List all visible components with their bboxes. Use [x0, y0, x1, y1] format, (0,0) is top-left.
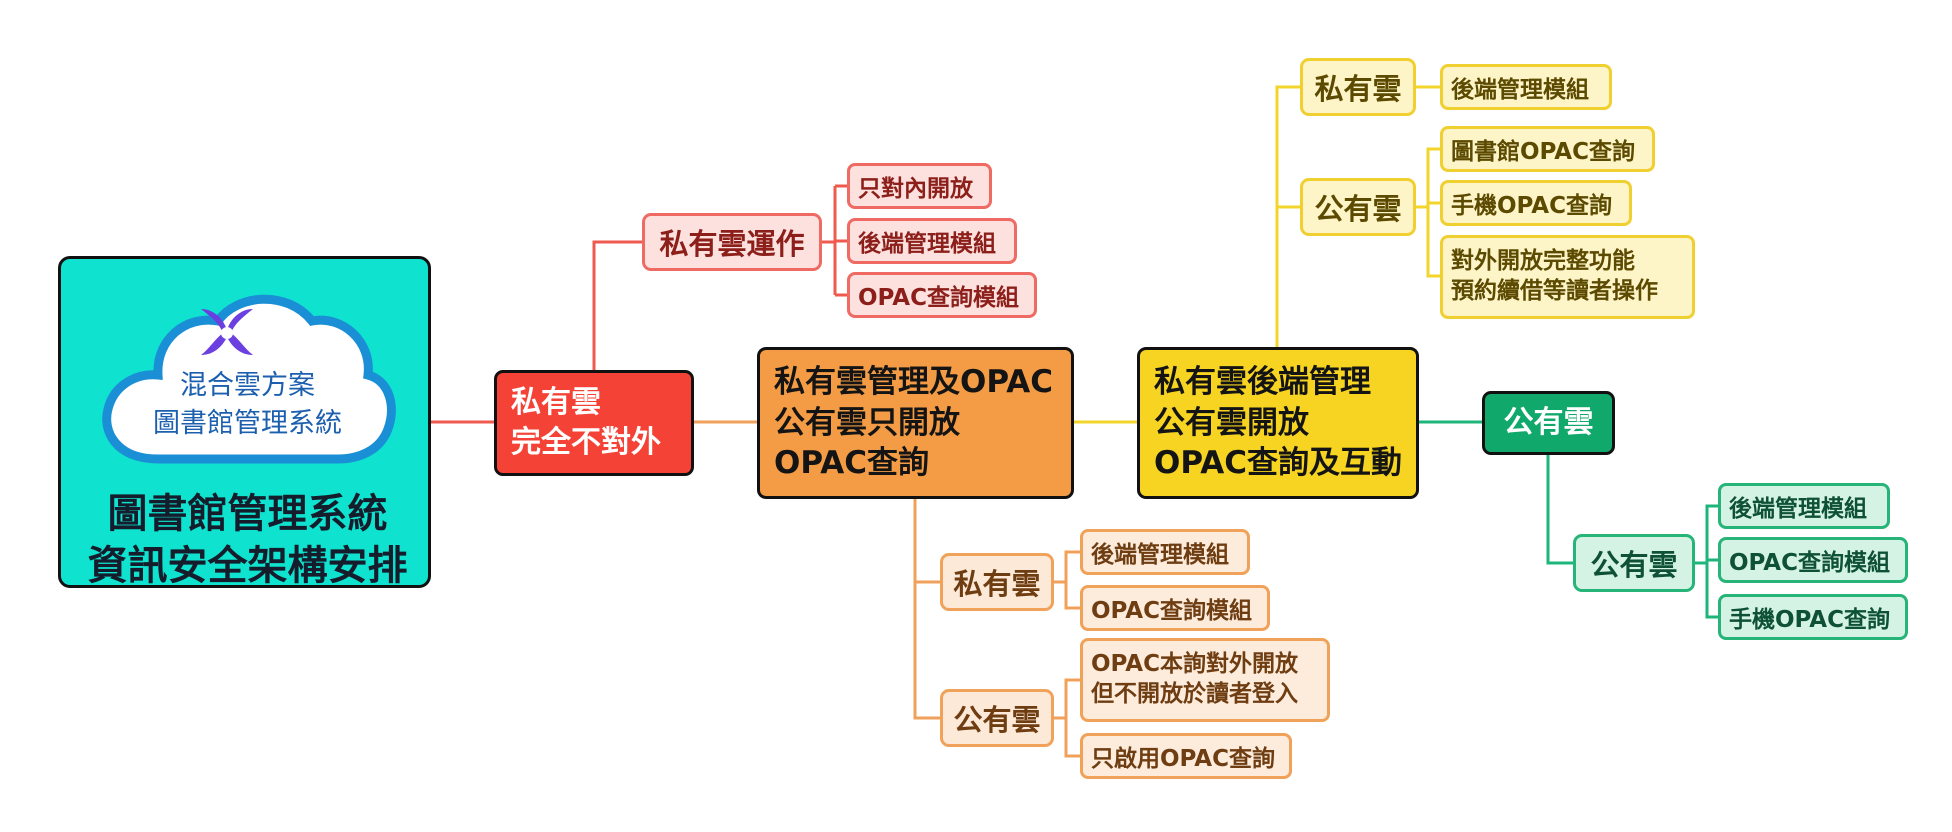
leaf-backend-module: 後端管理模組: [1718, 483, 1890, 529]
node-private-cloud: 私有雲: [1300, 58, 1416, 116]
leaf-label-line2: 但不開放於讀者登入: [1091, 681, 1298, 707]
root-title-line2: 資訊安全架構安排: [87, 543, 408, 589]
leaf-internal-only: 只對內開放: [847, 163, 992, 209]
logo-icon: [201, 309, 253, 355]
node-private-operation: 私有雲運作: [642, 213, 822, 271]
leaf-mobile-opac: 手機OPAC查詢: [1718, 594, 1908, 640]
cloud-label-line2: 圖書館管理系統: [153, 408, 342, 439]
node-label-line1: 私有雲後端管理: [1154, 363, 1371, 400]
node-public-cloud: 公有雲: [940, 689, 1054, 747]
node-public-only: 公有雲: [1482, 391, 1615, 455]
node-label-line3: OPAC查詢: [774, 445, 929, 482]
leaf-label-line1: OPAC本詢對外開放: [1091, 651, 1298, 678]
node-hybrid-interact: 私有雲後端管理 公有雲開放 OPAC查詢及互動: [1137, 347, 1419, 499]
leaf-backend-module: 後端管理模組: [1440, 64, 1612, 110]
leaf-label-line2: 預約續借等讀者操作: [1451, 278, 1658, 304]
leaf-full-features: 對外開放完整功能 預約續借等讀者操作: [1440, 235, 1695, 319]
leaf-opac-module: OPAC查詢模組: [1080, 585, 1270, 631]
root-title-line1: 圖書館管理系統: [107, 491, 388, 537]
node-private-cloud: 私有雲: [940, 553, 1054, 611]
node-public-cloud: 公有雲: [1573, 534, 1695, 592]
node-hybrid-opac: 私有雲管理及OPAC 公有雲只開放 OPAC查詢: [757, 347, 1074, 499]
leaf-backend-module: 後端管理模組: [1080, 529, 1250, 575]
node-label-line2: 完全不對外: [511, 425, 661, 460]
leaf-opac-public-no-login: OPAC本詢對外開放 但不開放於讀者登入: [1080, 638, 1330, 722]
node-label-line2: 公有雲只開放: [774, 404, 960, 441]
leaf-mobile-opac: 手機OPAC查詢: [1440, 180, 1632, 226]
leaf-opac-module: OPAC查詢模組: [1718, 537, 1908, 583]
leaf-label-line1: 對外開放完整功能: [1451, 248, 1635, 275]
node-label-line2: 公有雲開放: [1154, 404, 1309, 441]
leaf-opac-search-only: 只啟用OPAC查詢: [1080, 733, 1292, 779]
leaf-backend-module: 後端管理模組: [847, 218, 1017, 264]
node-label-line1: 私有雲: [511, 385, 601, 421]
leaf-library-opac: 圖書館OPAC查詢: [1440, 126, 1655, 172]
node-label-line3: OPAC查詢及互動: [1154, 445, 1402, 482]
root-node: 混合雲方案 圖書館管理系統 圖書館管理系統 資訊安全架構安排: [58, 256, 431, 589]
cloud-label-line1: 混合雲方案: [180, 370, 315, 401]
node-public-cloud: 公有雲: [1300, 178, 1416, 236]
leaf-opac-module: OPAC查詢模組: [847, 272, 1037, 318]
node-private-closed: 私有雲 完全不對外: [494, 370, 694, 476]
node-label-line1: 私有雲管理及OPAC: [774, 363, 1053, 400]
cloud-icon: [102, 294, 396, 464]
